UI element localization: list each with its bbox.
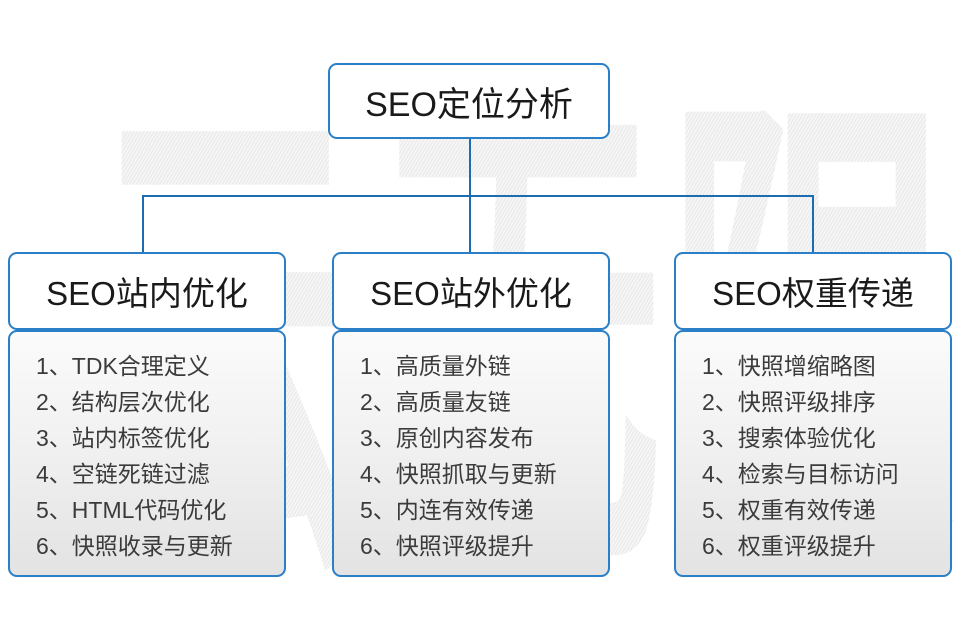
list-item: 4、快照抓取与更新: [360, 461, 557, 487]
column-body-weight-transfer: 1、快照增缩略图 2、快照评级排序 3、搜索体验优化 4、检索与目标访问 5、权…: [674, 330, 952, 577]
list-item: 3、搜索体验优化: [702, 425, 876, 451]
list-item: 4、空链死链过滤: [36, 461, 210, 487]
column-body-onsite-optimization: 1、TDK合理定义 2、结构层次优化 3、站内标签优化 4、空链死链过滤 5、H…: [8, 330, 286, 577]
list-item: 2、快照评级排序: [702, 389, 876, 415]
root-node-seo-positioning: SEO定位分析: [328, 63, 610, 139]
list-item: 2、结构层次优化: [36, 389, 210, 415]
list-item: 1、高质量外链: [360, 353, 511, 379]
list-item: 6、权重评级提升: [702, 533, 876, 559]
list-item: 5、内连有效传递: [360, 497, 534, 523]
list-item: 3、站内标签优化: [36, 425, 210, 451]
list-item: 4、检索与目标访问: [702, 461, 899, 487]
column-header-onsite-optimization: SEO站内优化: [8, 252, 286, 330]
list-item: 3、原创内容发布: [360, 425, 534, 451]
list-item: 1、快照增缩略图: [702, 353, 876, 379]
column-header-weight-transfer: SEO权重传递: [674, 252, 952, 330]
column-body-offsite-optimization: 1、高质量外链 2、高质量友链 3、原创内容发布 4、快照抓取与更新 5、内连有…: [332, 330, 610, 577]
list-item: 6、快照收录与更新: [36, 533, 233, 559]
column-header-offsite-optimization: SEO站外优化: [332, 252, 610, 330]
list-item: 2、高质量友链: [360, 389, 511, 415]
list-item: 1、TDK合理定义: [36, 353, 210, 379]
list-item: 5、HTML代码优化: [36, 497, 227, 523]
list-item: 6、快照评级提升: [360, 533, 534, 559]
list-item: 5、权重有效传递: [702, 497, 876, 523]
